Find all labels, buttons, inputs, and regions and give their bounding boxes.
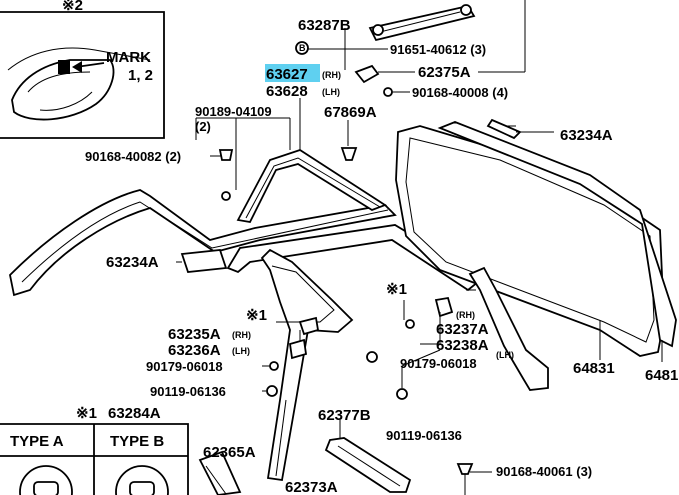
callout-62365A: 62365A bbox=[203, 444, 256, 461]
type-b-label: TYPE B bbox=[110, 433, 164, 450]
callout-63234A-left: 63234A bbox=[106, 254, 159, 271]
callout-62377B: 62377B bbox=[318, 407, 371, 424]
callout-63627-rh: (RH) bbox=[322, 70, 341, 80]
callout-63284A: 63284A bbox=[108, 405, 161, 422]
callout-63287B: 63287B bbox=[298, 17, 351, 34]
callout-63627: 63627 bbox=[266, 66, 308, 83]
callout-63234A-right: 63234A bbox=[560, 127, 613, 144]
callout-63238A: 63238A bbox=[436, 337, 489, 354]
callout-63235A: 63235A bbox=[168, 326, 221, 343]
callout-63238A-lh: (LH) bbox=[496, 350, 514, 360]
callout-note1-left: ※1 bbox=[246, 307, 267, 324]
callout-62373A: 62373A bbox=[285, 479, 338, 495]
callout-90168-40008: 90168-40008 (4) bbox=[412, 85, 508, 100]
roof-frame bbox=[9, 117, 397, 297]
callout-mark: MARK bbox=[106, 49, 151, 66]
inset-detail bbox=[0, 11, 165, 139]
quarter-window bbox=[395, 118, 677, 362]
callout-63237A-rh: (RH) bbox=[456, 310, 475, 320]
rear-pillar bbox=[366, 266, 549, 400]
callout-90119-06136-left: 90119-06136 bbox=[150, 384, 226, 399]
type-table bbox=[0, 423, 189, 495]
callout-63628-lh: (LH) bbox=[322, 87, 340, 97]
callout-note1-mid: ※1 bbox=[386, 281, 407, 298]
callout-64831: 64831 bbox=[573, 360, 615, 377]
callout-note1-table: ※1 bbox=[76, 405, 97, 422]
callout-90168-40061: 90168-40061 (3) bbox=[496, 464, 592, 479]
scuff-plates bbox=[198, 420, 492, 495]
callout-90179-06018-left: 90179-06018 bbox=[146, 359, 223, 374]
type-a-label: TYPE A bbox=[10, 433, 64, 450]
bracket-pieces-left bbox=[176, 249, 320, 397]
svg-text:B: B bbox=[299, 43, 306, 53]
callout-90119-06136-mid: 90119-06136 bbox=[386, 428, 462, 443]
callout-63237A: 63237A bbox=[436, 321, 489, 338]
callout-90168-40082: 90168-40082 (2) bbox=[85, 149, 181, 164]
callout-90189-04109: 90189-04109 bbox=[195, 104, 272, 119]
callout-63236A: 63236A bbox=[168, 342, 221, 359]
callout-90179-06018-mid: 90179-06018 bbox=[400, 356, 477, 371]
callout-note2: ※2 bbox=[62, 0, 83, 14]
callout-mark-nums: 1, 2 bbox=[128, 67, 153, 84]
callout-63235A-rh: (RH) bbox=[232, 330, 251, 340]
callout-91651-40612: 91651-40612 (3) bbox=[390, 42, 486, 57]
callout-62375A: 62375A bbox=[418, 64, 471, 81]
callout-6481: 6481 bbox=[645, 367, 678, 384]
callout-63628: 63628 bbox=[266, 83, 308, 100]
callout-63236A-lh: (LH) bbox=[232, 346, 250, 356]
callout-90189-qty: (2) bbox=[195, 119, 211, 134]
roof-rail-assembly: B bbox=[295, 0, 526, 155]
callout-67869A: 67869A bbox=[324, 104, 377, 121]
highlight-63627 bbox=[265, 64, 320, 82]
